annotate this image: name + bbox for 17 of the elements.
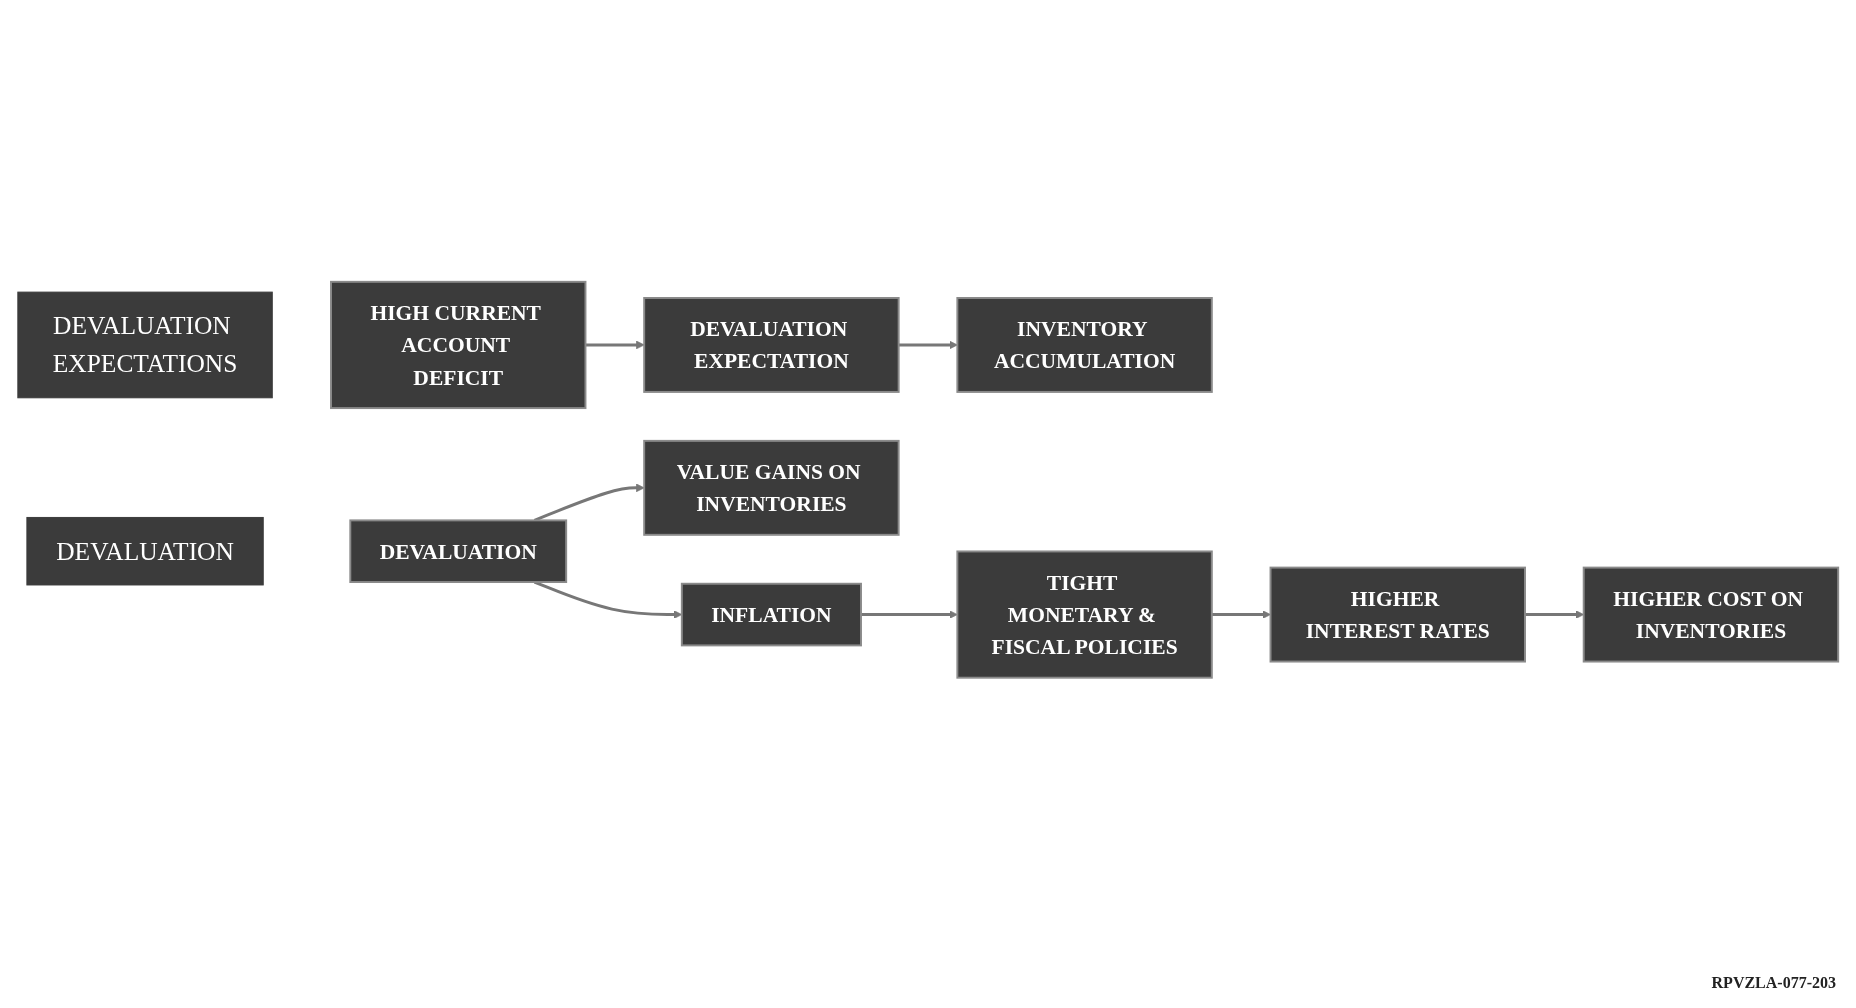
node-box: DEVALUATION EXPECTATION [643,297,900,394]
arrow [898,340,958,350]
node-box: DEVALUATION [26,517,264,586]
node-box: INVENTORY ACCUMULATION [956,297,1213,394]
node-box: DEVALUATION EXPECTATIONS [17,291,273,399]
node-box: INFLATION [680,583,862,647]
arrow [533,483,645,522]
node-box: VALUE GAINS ON INVENTORIES [643,440,900,537]
arrow [1211,610,1271,620]
node-box: HIGHER INTEREST RATES [1269,566,1526,663]
arrow [861,610,958,620]
node-box: HIGH CURRENT ACCOUNT DEFICIT [330,281,587,410]
node-box: TIGHT MONETARY & FISCAL POLICIES [956,550,1213,679]
reference-code: RPVZLA-077-203 [1711,974,1836,991]
node-box: HIGHER COST ON INVENTORIES [1582,566,1840,663]
node-box: DEVALUATION [349,519,568,584]
arrow [585,340,645,350]
